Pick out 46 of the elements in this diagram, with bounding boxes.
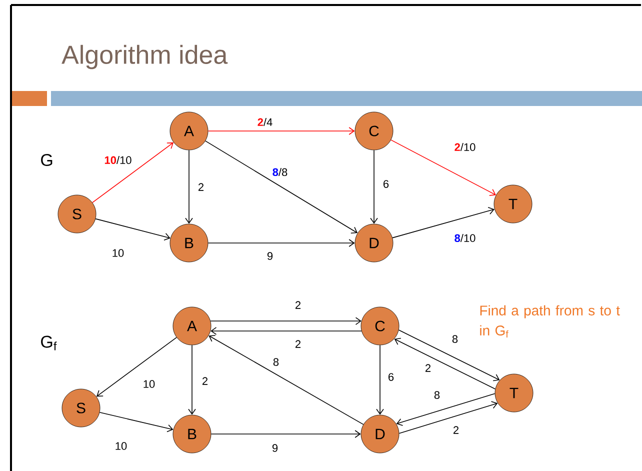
graph-label: G bbox=[41, 154, 52, 166]
arrow bbox=[392, 206, 495, 238]
edge-label: 8 bbox=[452, 335, 458, 343]
edge-label: 2 bbox=[454, 426, 459, 434]
arrow bbox=[210, 327, 362, 335]
edge-label: 10/10 bbox=[104, 156, 132, 164]
arrow bbox=[208, 334, 364, 425]
arrow bbox=[188, 344, 196, 415]
edge-label: 10 bbox=[116, 442, 127, 450]
arrow bbox=[95, 218, 170, 241]
edge-label: 2 bbox=[296, 301, 301, 309]
edge-label: 6 bbox=[384, 180, 389, 188]
arrow bbox=[208, 239, 355, 247]
arrow bbox=[394, 338, 496, 390]
edge-label: 2 bbox=[198, 183, 204, 191]
arrow bbox=[398, 401, 498, 434]
edge-label: 8/10 bbox=[454, 234, 476, 242]
edge-label: 8/8 bbox=[272, 168, 288, 176]
edge-label: 10 bbox=[144, 380, 155, 388]
edge-label: 2 bbox=[296, 340, 301, 348]
arrow bbox=[370, 150, 378, 224]
arrow bbox=[185, 150, 193, 224]
arrow bbox=[210, 430, 361, 438]
edge-label: 2 bbox=[426, 364, 431, 372]
note: Find a path from s to t in G$_{f}$ bbox=[480, 305, 620, 338]
arrow bbox=[396, 393, 496, 426]
arrow bbox=[205, 140, 358, 234]
edge-label: 6 bbox=[388, 373, 394, 381]
arrow bbox=[92, 142, 174, 203]
arrow bbox=[96, 337, 177, 397]
arrow bbox=[376, 344, 384, 415]
arrow bbox=[99, 412, 174, 432]
edge-label: 8 bbox=[273, 358, 279, 366]
edge-label: 2/4 bbox=[258, 118, 272, 126]
edge-label: 9 bbox=[272, 444, 278, 452]
arrow bbox=[208, 127, 355, 135]
arrow bbox=[210, 317, 362, 325]
edge-label: 8 bbox=[434, 391, 440, 399]
title: Algorithm idea bbox=[62, 44, 228, 70]
edge-label: 9 bbox=[267, 252, 273, 260]
arrow bbox=[390, 140, 496, 196]
graph-label: G$_{f}$ bbox=[41, 336, 57, 350]
edge-label: 2 bbox=[202, 377, 208, 385]
edge-label: 10 bbox=[112, 249, 124, 257]
arrow bbox=[398, 330, 500, 382]
edge-label: 2/10 bbox=[454, 142, 476, 152]
